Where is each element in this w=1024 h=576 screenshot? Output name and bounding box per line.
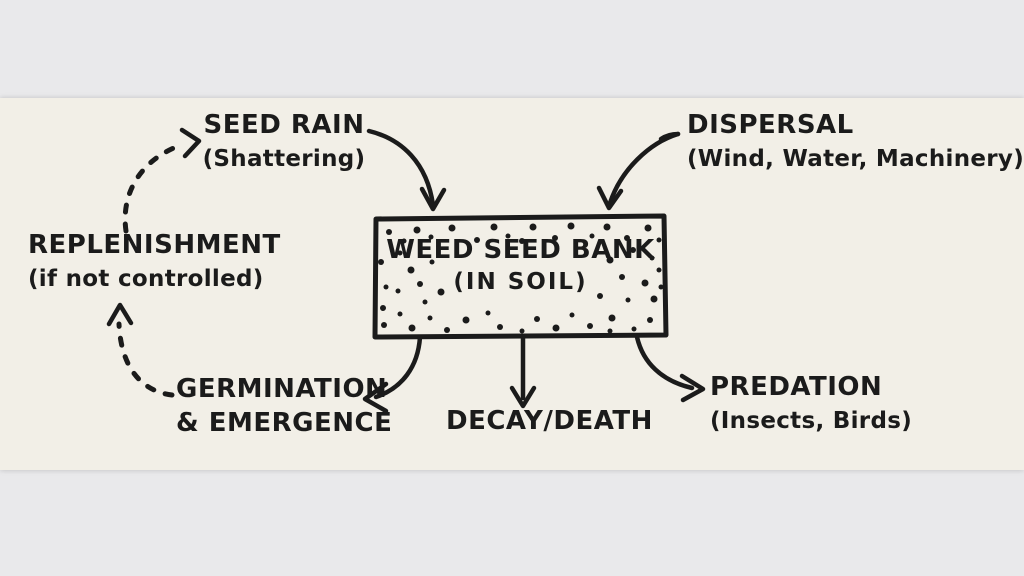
arrowhead (596, 185, 624, 211)
arrow-seed-rain-to-bank (366, 128, 436, 208)
node-dispersal: DISPERSAL (Wind, Water, Machinery) (687, 108, 1024, 176)
paper-background (0, 98, 1024, 470)
arrowhead (419, 186, 447, 212)
arrow-bank-to-germination (373, 334, 423, 400)
bank-box-line2: (IN SOIL) (453, 269, 588, 295)
node-decay: DECAY/DEATH (446, 404, 653, 438)
arrowhead (509, 385, 537, 409)
bank-box-title: WEED SEED BANK (375, 235, 666, 265)
node-seed-rain: SEED RAIN (Shattering) (184, 108, 384, 176)
seed-rain-label: SEED RAIN (203, 110, 365, 140)
dispersal-label: DISPERSAL (687, 110, 854, 140)
arrow-dispersal-hook (658, 131, 681, 142)
germination-sub: & EMERGENCE (176, 408, 393, 438)
node-replenishment: REPLENISHMENT (if not controlled) (28, 228, 281, 296)
predation-label: PREDATION (710, 372, 883, 402)
node-germination: GERMINATION & EMERGENCE (176, 372, 392, 440)
arrow-germination-to-replenishment (116, 321, 175, 398)
arrowhead (679, 373, 706, 403)
arrow-bank-to-predation (634, 334, 695, 391)
replenishment-label: REPLENISHMENT (28, 230, 281, 260)
arrowhead (362, 381, 389, 414)
soil-dots (378, 222, 664, 334)
seed-bank-box (372, 213, 669, 340)
arrowhead (179, 127, 202, 159)
arrow-replenishment-to-seed-rain (122, 144, 179, 234)
seed-rain-sub: (Shattering) (202, 146, 366, 172)
bank-box-subtitle: (IN SOIL) (375, 269, 666, 295)
predation-sub: (Insects, Birds) (710, 408, 913, 434)
decay-label: DECAY/DEATH (446, 406, 653, 436)
bank-box-line1: WEED SEED BANK (386, 235, 655, 265)
replenishment-sub: (if not controlled) (28, 266, 264, 292)
arrowhead (106, 302, 134, 327)
dispersal-sub: (Wind, Water, Machinery) (687, 146, 1024, 172)
germination-label: GERMINATION (176, 374, 388, 404)
node-predation: PREDATION (Insects, Birds) (710, 370, 912, 438)
